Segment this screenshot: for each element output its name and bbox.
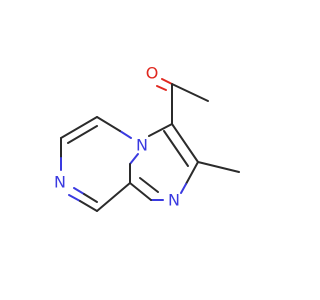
bond-nbridge-c5 [96, 116, 121, 132]
bond-npyr-c8-double [83, 193, 98, 203]
oxygen-atom-label: O [146, 64, 159, 83]
bond-carbonyl-inner [156, 85, 167, 91]
bond-c8-c8a [96, 182, 131, 212]
bond-npyr-c8 [79, 200, 98, 212]
bond-nbridge-c5-n [119, 130, 132, 139]
bond-c3-c2 [171, 123, 199, 163]
bond-acetyl-methyl [171, 83, 209, 102]
bond-carbonyl-outer [161, 78, 173, 85]
bond-c3-nbridge [148, 123, 173, 137]
bond-npyr-c8-n [68, 194, 81, 202]
bond-nimid-c8a [129, 182, 152, 201]
pyrazine-nitrogen-atom-label: N [54, 173, 66, 192]
bond-nimid-c2-n [180, 183, 187, 194]
molecule-diagram: O N N N [54, 64, 240, 212]
bond-c2-nimid [185, 161, 199, 185]
bridge-nitrogen-atom-label: N [136, 136, 148, 155]
bond-nbridge-c8a-n [129, 153, 139, 165]
bond-c2-methyl [197, 161, 240, 173]
bond-c3-c2-double [163, 130, 189, 167]
imidazole-nitrogen-atom-label: N [168, 191, 180, 210]
bond-c5-c6 [60, 116, 98, 139]
bond-nimid-c8a-double [139, 177, 159, 193]
molecule-structure-svg: O N N N [54, 64, 240, 212]
bond-c5-c6-double [67, 125, 98, 144]
bond-npyr-c8-double-n [73, 187, 85, 195]
